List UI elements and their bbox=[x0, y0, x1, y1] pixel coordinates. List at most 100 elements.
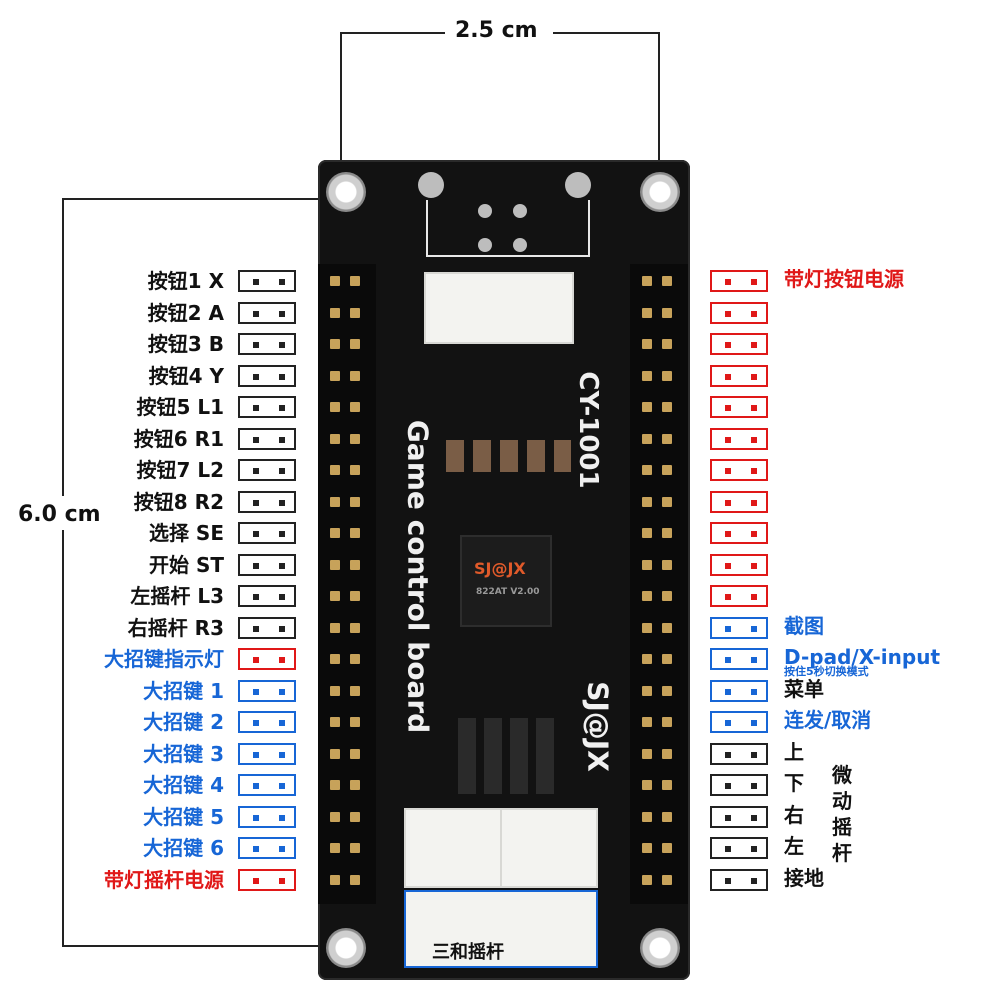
connector-pin-dot bbox=[279, 877, 285, 884]
connector-pin-dot bbox=[725, 342, 731, 348]
header-pin bbox=[350, 339, 360, 349]
header-pin bbox=[662, 811, 672, 822]
right-pin-label: 菜单 bbox=[784, 676, 824, 701]
right-pin-label: 上 bbox=[784, 739, 804, 764]
mount-hole-top-left bbox=[326, 172, 366, 212]
connector-pin-dot bbox=[725, 846, 731, 852]
right-pin-label: 下 bbox=[784, 771, 804, 795]
header-pin bbox=[662, 528, 672, 538]
connector-pin-dot bbox=[279, 751, 285, 758]
connector-pin-dot bbox=[253, 657, 259, 663]
header-pin bbox=[330, 591, 340, 601]
connector-pin-dot bbox=[725, 814, 731, 821]
left-pin-connector-box bbox=[238, 868, 296, 891]
header-pin bbox=[350, 685, 360, 696]
left-pin-label: 带灯摇杆电源 bbox=[104, 867, 224, 892]
left-pin-label: 按钮7 L2 bbox=[136, 458, 224, 482]
header-pin bbox=[330, 780, 340, 790]
connector-pin-dot bbox=[751, 436, 757, 443]
connector-pin-dot bbox=[751, 846, 757, 852]
left-pin-label: 大招键指示灯 bbox=[104, 647, 224, 671]
connector-pin-dot bbox=[253, 751, 259, 758]
connector-pin-dot bbox=[253, 877, 259, 884]
header-pin bbox=[662, 307, 672, 318]
top-pad-c bbox=[478, 238, 492, 252]
left-pin-label: 按钮6 R1 bbox=[133, 426, 224, 451]
header-pin bbox=[350, 307, 360, 318]
header-pin bbox=[330, 874, 340, 885]
top-pad-d bbox=[513, 238, 527, 252]
connector-pin-dot bbox=[751, 720, 757, 726]
header-pin bbox=[350, 843, 360, 853]
header-pin bbox=[662, 717, 672, 727]
connector-pin-dot bbox=[751, 562, 757, 569]
connector-pin-dot bbox=[279, 657, 285, 663]
header-pin bbox=[662, 370, 672, 381]
right-pin-label: 左 bbox=[784, 834, 804, 858]
header-pin bbox=[330, 276, 340, 286]
led-block bbox=[458, 718, 554, 794]
header-pin bbox=[642, 370, 652, 381]
header-pin bbox=[642, 496, 652, 507]
connector-pin-dot bbox=[725, 783, 731, 789]
height-dim-bottom-horizontal bbox=[62, 945, 352, 947]
right-pin-connector-box bbox=[710, 553, 768, 576]
connector-pin-dot bbox=[253, 531, 259, 537]
connector-pin-dot bbox=[751, 373, 757, 380]
board-model: CY-1001 bbox=[573, 371, 603, 489]
header-pin bbox=[330, 622, 340, 633]
left-pin-label: 按钮4 Y bbox=[148, 363, 224, 388]
header-pin bbox=[642, 307, 652, 318]
connector-pin-dot bbox=[279, 562, 285, 569]
connector-pin-dot bbox=[751, 279, 757, 285]
connector-pin-dot bbox=[279, 783, 285, 789]
left-pin-connector-box bbox=[238, 805, 296, 828]
header-pin bbox=[642, 748, 652, 759]
right-pin-connector-box bbox=[710, 333, 768, 355]
board-title: Game control board bbox=[401, 419, 435, 734]
left-pin-label: 按钮2 A bbox=[147, 300, 224, 325]
joystick-group-char: 摇 bbox=[832, 815, 852, 839]
header-pin bbox=[350, 622, 360, 633]
header-pin bbox=[330, 433, 340, 444]
left-pin-connector-box bbox=[238, 774, 296, 796]
left-pin-label: 大招键 6 bbox=[143, 836, 224, 860]
header-pin bbox=[330, 370, 340, 381]
header-pin bbox=[642, 874, 652, 885]
left-pin-connector-box bbox=[238, 490, 296, 513]
right-pin-connector-box bbox=[710, 868, 768, 891]
right-pin-connector-box bbox=[710, 742, 768, 765]
connector-pin-dot bbox=[725, 594, 731, 600]
top-pad-left bbox=[418, 172, 444, 198]
header-pin bbox=[662, 559, 672, 570]
left-pin-connector-box bbox=[238, 711, 296, 733]
header-pin bbox=[662, 622, 672, 633]
right-pin-label: 接地 bbox=[784, 865, 824, 890]
left-pin-label: 按钮8 R2 bbox=[133, 489, 224, 514]
header-pin bbox=[662, 843, 672, 853]
right-pin-connector-box bbox=[710, 837, 768, 859]
connector-pin-dot bbox=[751, 499, 757, 506]
connector-pin-dot bbox=[253, 594, 259, 600]
connector-pin-dot bbox=[253, 783, 259, 789]
header-pin bbox=[330, 811, 340, 822]
connector-pin-dot bbox=[279, 720, 285, 726]
header-pin bbox=[330, 685, 340, 696]
left-pin-connector-box bbox=[238, 427, 296, 450]
connector-pin-dot bbox=[725, 373, 731, 380]
connector-pin-dot bbox=[253, 562, 259, 569]
connector-pin-dot bbox=[253, 720, 259, 726]
width-dim-right-vertical bbox=[658, 32, 660, 192]
connector-pin-dot bbox=[725, 657, 731, 663]
right-pin-label: 带灯按钮电源 bbox=[784, 267, 904, 291]
connector-pin-dot bbox=[725, 405, 731, 411]
left-pin-connector-box bbox=[238, 301, 296, 324]
usb-outline bbox=[426, 200, 590, 257]
right-pin-connector-box bbox=[710, 301, 768, 324]
connector-pin-dot bbox=[751, 783, 757, 789]
header-pin bbox=[350, 370, 360, 381]
header-pin bbox=[330, 843, 340, 853]
connector-pin-dot bbox=[725, 531, 731, 537]
connector-pin-dot bbox=[725, 279, 731, 285]
left-pin-connector-box bbox=[238, 522, 296, 544]
